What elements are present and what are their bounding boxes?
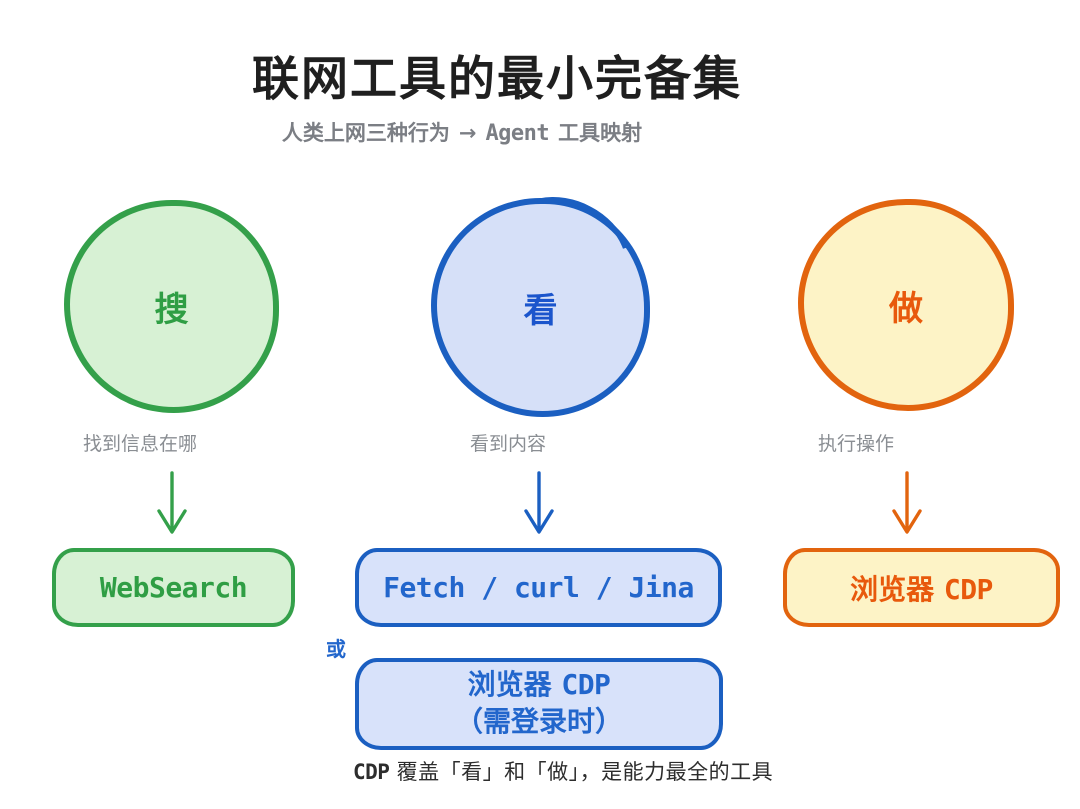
tool-box-fetch: Fetch / curl / Jina bbox=[355, 548, 722, 627]
footnote: CDP 覆盖「看」和「做」，是能力最全的工具 bbox=[353, 756, 773, 786]
circle-search-label: 搜 bbox=[154, 290, 189, 330]
tool-box-cdp-login: 浏览器 CDP（需登录时） bbox=[355, 658, 723, 750]
subtitle-prefix: 人类上网三种行为 bbox=[281, 121, 450, 145]
tool-cdp-do-prefix: 浏览器 bbox=[850, 572, 935, 606]
tool-websearch-label: WebSearch bbox=[99, 571, 248, 604]
tool-box-cdp-do: 浏览器 CDP bbox=[783, 548, 1060, 627]
subtitle-suffix: 工具映射 bbox=[558, 121, 643, 145]
or-label: 或 bbox=[326, 637, 346, 661]
circle-view: 看 bbox=[431, 198, 650, 417]
tool-cdp-login-code: CDP bbox=[561, 668, 611, 702]
tool-cdp-login-prefix: 浏览器 bbox=[467, 668, 552, 702]
down-arrow-view-icon bbox=[524, 471, 554, 534]
caption-view: 看到内容 bbox=[469, 433, 547, 455]
tool-cdp-login-suffix: （需登录时） bbox=[454, 705, 623, 738]
right-arrow-glyph: → bbox=[458, 121, 477, 145]
page-title: 联网工具的最小完备集 bbox=[252, 52, 742, 107]
circle-search: 搜 bbox=[64, 200, 279, 413]
tool-box-websearch: WebSearch bbox=[52, 548, 295, 627]
circle-act: 做 bbox=[798, 199, 1014, 411]
caption-search: 找到信息在哪 bbox=[82, 433, 198, 455]
footnote-text: 覆盖「看」和「做」，是能力最全的工具 bbox=[396, 760, 774, 784]
down-arrow-act-icon bbox=[892, 471, 922, 534]
tool-fetch-label: Fetch / curl / Jina bbox=[383, 571, 694, 604]
circle-view-label: 看 bbox=[523, 291, 558, 331]
caption-act: 执行操作 bbox=[817, 433, 895, 455]
tool-cdp-do-label: 浏览器 CDP bbox=[850, 568, 993, 608]
tool-cdp-login-label: 浏览器 CDP（需登录时） bbox=[385, 667, 693, 741]
footnote-code: CDP bbox=[353, 760, 390, 784]
page-subtitle: 人类上网三种行为 → Agent 工具映射 bbox=[282, 117, 642, 147]
tool-cdp-do-code: CDP bbox=[943, 572, 994, 606]
down-arrow-search-icon bbox=[157, 471, 187, 534]
circle-act-label: 做 bbox=[889, 288, 923, 329]
subtitle-agent: Agent bbox=[485, 121, 550, 146]
